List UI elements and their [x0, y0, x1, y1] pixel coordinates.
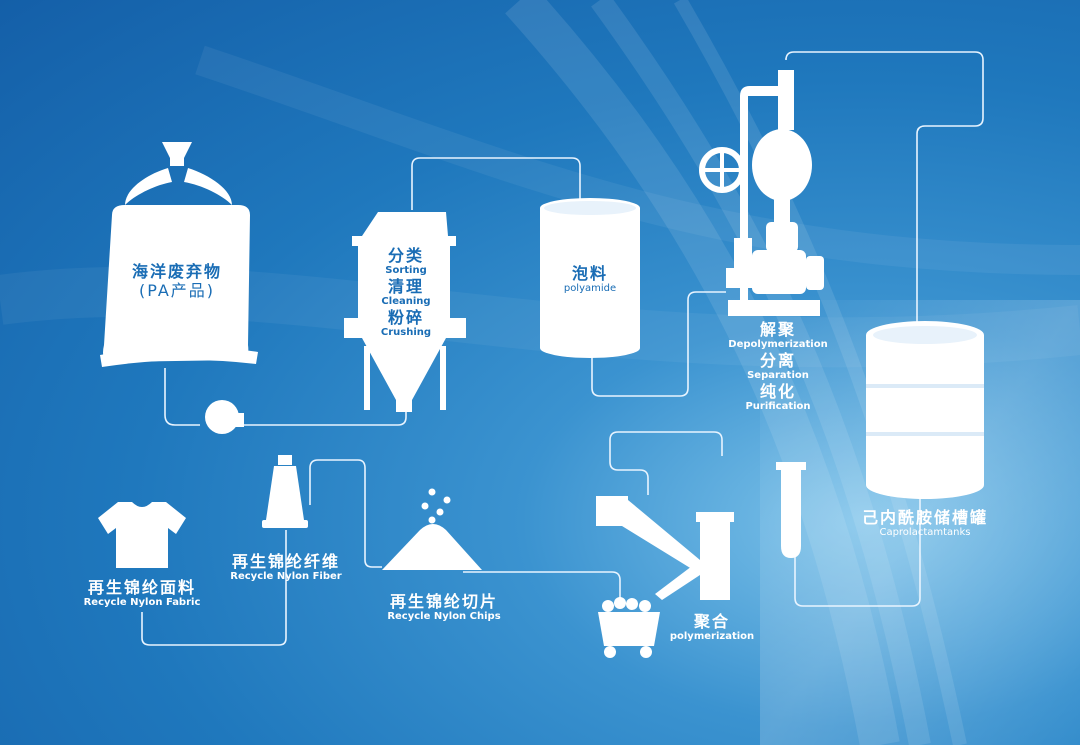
test-tube-icon — [776, 462, 806, 558]
sorting-label: 分类 Sorting 清理 Cleaning 粉碎 Crushing — [381, 246, 431, 339]
polymerization-en: polymerization — [669, 631, 755, 642]
foam-label: 泡料 polyamide — [564, 264, 616, 295]
crushing-cn: 粉碎 — [387, 308, 425, 327]
fiber-cn: 再生锦纶纤维 — [231, 552, 340, 571]
depoly-cn: 解聚 — [759, 320, 797, 339]
storage-tank-icon — [866, 321, 984, 499]
foam-tank-icon — [540, 198, 640, 358]
foam-cn: 泡料 — [571, 264, 608, 283]
marine-waste-label: 海洋废弃物 (PA产品) — [132, 262, 222, 300]
polymerization-machine-icon — [596, 496, 734, 600]
foam-en: polyamide — [563, 283, 617, 294]
fabric-en: Recycle Nylon Fabric — [83, 597, 201, 608]
cart-icon — [598, 597, 660, 658]
sorting-en: Sorting — [385, 265, 427, 276]
chips-cn: 再生锦纶切片 — [389, 592, 498, 611]
crushing-en: Crushing — [380, 327, 432, 338]
caprolactam-cn: 己内酰胺储槽罐 — [861, 508, 989, 527]
polymerization-label: 聚合 polymerization — [670, 612, 754, 643]
chips-en: Recycle Nylon Chips — [387, 611, 501, 622]
polymerization-cn: 聚合 — [693, 612, 730, 631]
tshirt-icon — [98, 502, 186, 568]
fabric-label: 再生锦纶面料 Recycle Nylon Fabric — [84, 578, 201, 609]
marine-waste-cn: 海洋废弃物 — [131, 262, 223, 281]
waste-bag-icon — [100, 142, 258, 367]
chips-label: 再生锦纶切片 Recycle Nylon Chips — [387, 592, 500, 623]
separation-en: Separation — [747, 370, 809, 381]
depoly-en: Depolymerization — [728, 339, 828, 350]
marine-waste-cn-sub: (PA产品) — [138, 281, 216, 300]
fiber-label: 再生锦纶纤维 Recycle Nylon Fiber — [230, 552, 341, 583]
blower-icon — [205, 400, 244, 434]
purification-cn: 纯化 — [759, 382, 797, 401]
cleaning-cn: 清理 — [387, 277, 425, 296]
fiber-en: Recycle Nylon Fiber — [230, 571, 342, 582]
caprolactam-en: Caprolactamtanks — [879, 527, 971, 538]
chips-pile-icon — [382, 488, 482, 570]
caprolactam-label: 己内酰胺储槽罐 Caprolactamtanks — [862, 508, 988, 539]
depolymerization-apparatus-icon — [699, 70, 824, 316]
cleaning-en: Cleaning — [381, 296, 431, 307]
purification-en: Purification — [745, 401, 811, 412]
flow-lines — [141, 51, 984, 646]
fabric-cn: 再生锦纶面料 — [87, 578, 196, 597]
sorting-silo-icon — [344, 212, 466, 412]
separation-cn: 分离 — [759, 351, 797, 370]
yarn-spool-icon — [262, 455, 308, 528]
depolymerization-label: 解聚 Depolymerization 分离 Separation 纯化 Pur… — [728, 320, 827, 413]
sorting-cn: 分类 — [387, 246, 425, 265]
